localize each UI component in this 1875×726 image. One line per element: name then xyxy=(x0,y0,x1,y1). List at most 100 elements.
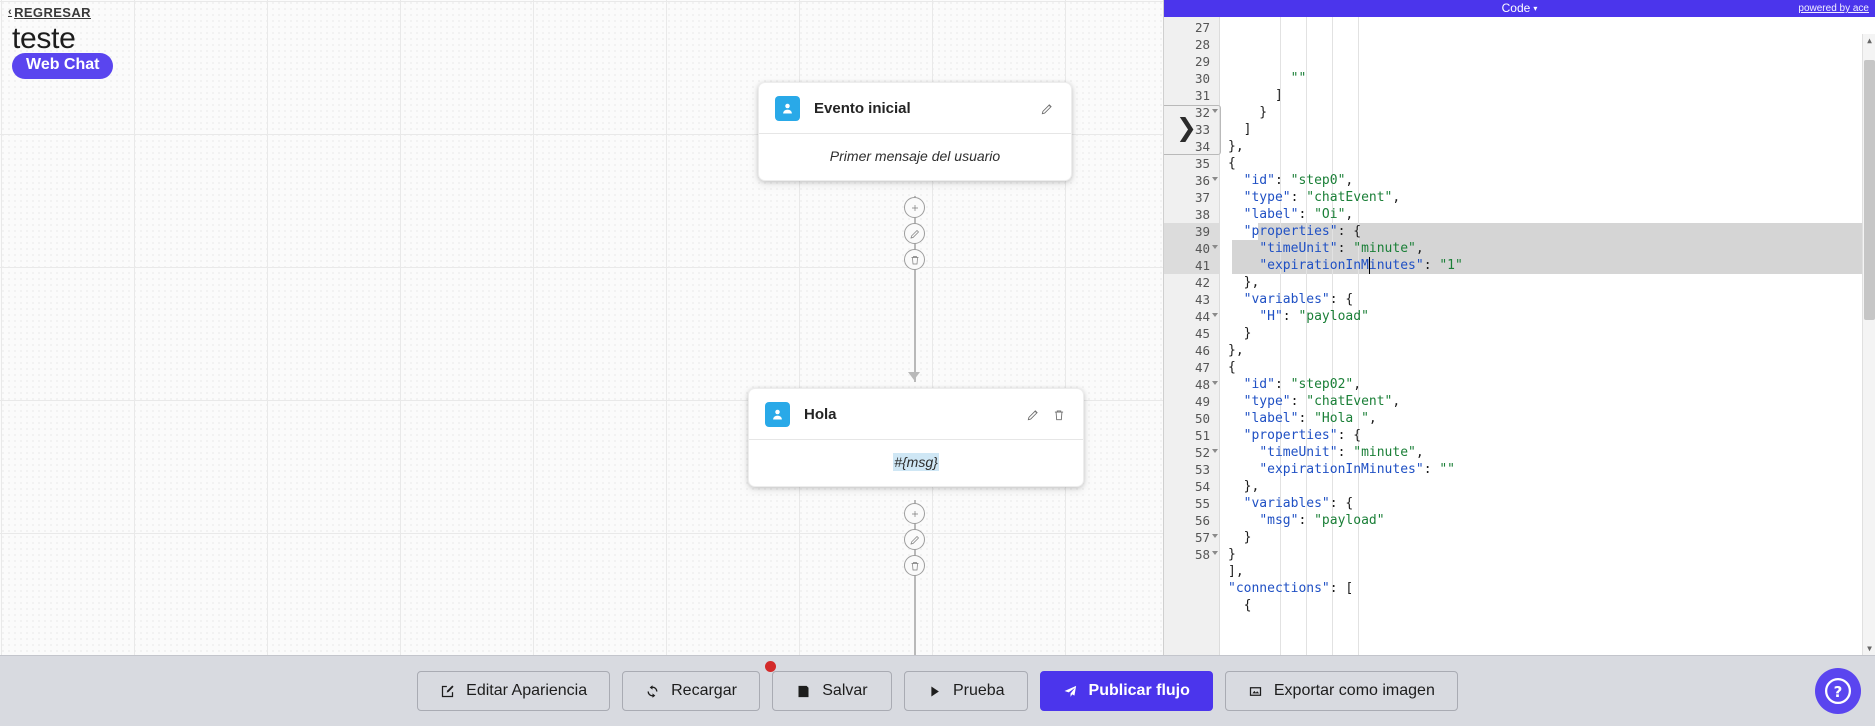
line-number[interactable]: 28 xyxy=(1194,37,1210,52)
prueba-button[interactable]: Prueba xyxy=(903,671,1028,711)
line-number[interactable]: 41 xyxy=(1164,257,1219,274)
line-number[interactable]: 50 xyxy=(1194,411,1210,426)
connector-edit-button-1[interactable] xyxy=(904,223,925,244)
code-line[interactable]: { xyxy=(1228,598,1252,613)
connector-delete-button-2[interactable] xyxy=(904,555,925,576)
code-line[interactable]: } xyxy=(1228,326,1252,341)
scroll-up-arrow[interactable]: ▲ xyxy=(1867,36,1872,45)
code-line[interactable]: { xyxy=(1228,156,1236,171)
line-number[interactable]: 52 xyxy=(1164,444,1219,461)
fold-toggle-icon[interactable] xyxy=(1212,313,1218,317)
line-number[interactable]: 38 xyxy=(1194,207,1210,222)
code-line[interactable]: "id": "step0", xyxy=(1243,173,1354,188)
line-number[interactable]: 47 xyxy=(1194,360,1210,375)
flow-node-evento-inicial[interactable]: Evento inicial Primer mensaje del usuari… xyxy=(758,82,1072,181)
line-number[interactable]: 48 xyxy=(1164,376,1219,393)
line-number[interactable]: 37 xyxy=(1194,190,1210,205)
flow-node-hola[interactable]: Hola #{msg} xyxy=(748,388,1084,487)
line-number[interactable]: 46 xyxy=(1194,343,1210,358)
editor-scrollbar[interactable]: ▲ ▼ xyxy=(1862,34,1875,655)
salvar-button[interactable]: Salvar xyxy=(764,661,892,711)
code-line[interactable]: "connections": [ xyxy=(1228,581,1354,596)
recargar-button[interactable]: Recargar xyxy=(622,671,760,711)
help-button[interactable]: ? xyxy=(1815,668,1861,714)
fold-chevron-icon[interactable]: ❯ xyxy=(1176,113,1197,142)
code-line[interactable]: "type": "chatEvent", xyxy=(1243,394,1401,409)
line-number[interactable]: 43 xyxy=(1194,292,1210,307)
line-number[interactable]: 39 xyxy=(1164,223,1219,240)
code-line[interactable]: "H": "payload" xyxy=(1259,309,1369,324)
connector-add-button-1[interactable] xyxy=(904,197,925,218)
fold-toggle-icon[interactable] xyxy=(1212,449,1218,453)
code-line[interactable]: "variables": { xyxy=(1243,496,1354,511)
line-number[interactable]: 35 xyxy=(1194,156,1210,171)
line-number[interactable]: 49 xyxy=(1194,394,1210,409)
code-line[interactable]: }, xyxy=(1228,275,1260,290)
back-link[interactable]: ‹ REGRESAR xyxy=(8,5,91,20)
line-number[interactable]: 55 xyxy=(1194,496,1210,511)
fold-toggle-icon[interactable] xyxy=(1212,551,1218,555)
trash-icon[interactable] xyxy=(1049,405,1069,425)
line-number[interactable]: 53 xyxy=(1194,462,1210,477)
scroll-down-arrow[interactable]: ▼ xyxy=(1867,644,1872,653)
connector-edit-button-2[interactable] xyxy=(904,529,925,550)
line-number[interactable]: 33 xyxy=(1194,122,1210,137)
code-line[interactable]: ] xyxy=(1228,88,1283,103)
code-line[interactable]: "id": "step02", xyxy=(1243,377,1362,392)
code-line[interactable]: } xyxy=(1228,547,1236,562)
line-number[interactable]: 58 xyxy=(1164,546,1219,563)
code-line[interactable]: "properties": { xyxy=(1243,224,1362,239)
connector-delete-button-1[interactable] xyxy=(904,249,925,270)
connector-add-button-2[interactable] xyxy=(904,503,925,524)
code-line[interactable]: }, xyxy=(1228,139,1244,154)
code-line[interactable]: "type": "chatEvent", xyxy=(1243,190,1401,205)
editar-apariencia-button[interactable]: Editar Apariencia xyxy=(417,671,611,711)
line-number[interactable]: 56 xyxy=(1194,513,1210,528)
code-line[interactable]: }, xyxy=(1228,479,1260,494)
pencil-icon[interactable] xyxy=(1037,99,1057,119)
line-number[interactable]: 54 xyxy=(1194,479,1210,494)
code-line[interactable]: }, xyxy=(1228,343,1244,358)
scrollbar-thumb[interactable] xyxy=(1864,60,1875,320)
line-number[interactable]: 27 xyxy=(1194,20,1210,35)
line-number[interactable]: 32 xyxy=(1164,104,1219,121)
pencil-icon[interactable] xyxy=(1023,405,1043,425)
editor-mode-selector[interactable]: Code▾ xyxy=(1164,0,1875,17)
exportar-como-imagen-button[interactable]: Exportar como imagen xyxy=(1224,671,1458,711)
line-number[interactable]: 34 xyxy=(1194,139,1210,154)
fold-toggle-icon[interactable] xyxy=(1212,381,1218,385)
line-number[interactable]: 45 xyxy=(1194,326,1210,341)
code-line[interactable]: { xyxy=(1228,360,1236,375)
fold-toggle-icon[interactable] xyxy=(1212,534,1218,538)
powered-by-link[interactable]: powered by ace xyxy=(1798,3,1869,14)
code-line[interactable]: ] xyxy=(1228,122,1252,137)
code-line[interactable]: } xyxy=(1228,530,1252,545)
code-line[interactable]: "label": "Oi", xyxy=(1243,207,1354,222)
publicar-flujo-button[interactable]: Publicar flujo xyxy=(1039,671,1213,711)
line-number[interactable]: 44 xyxy=(1164,308,1219,325)
line-number[interactable]: 51 xyxy=(1194,428,1210,443)
line-number[interactable]: 29 xyxy=(1194,54,1210,69)
code-line[interactable]: "timeUnit": "minute", xyxy=(1259,445,1424,460)
line-number[interactable]: 30 xyxy=(1194,71,1210,86)
line-number[interactable]: 57 xyxy=(1164,529,1219,546)
code-line[interactable]: "timeUnit": "minute", xyxy=(1259,241,1424,256)
fold-toggle-icon[interactable] xyxy=(1212,177,1218,181)
code-content[interactable]: "" ] } ]}, { "id": "step0", "type": "chat… xyxy=(1220,17,1875,655)
line-number[interactable]: 31 xyxy=(1194,88,1210,103)
code-line[interactable]: "expirationInMinutes": "1" xyxy=(1259,258,1463,273)
code-line[interactable]: "expirationInMinutes": "" xyxy=(1259,462,1455,477)
code-line[interactable]: "" xyxy=(1290,71,1307,86)
line-number[interactable]: 36 xyxy=(1164,172,1219,189)
code-line[interactable]: "variables": { xyxy=(1243,292,1354,307)
fold-toggle-icon[interactable] xyxy=(1212,245,1218,249)
flow-canvas[interactable]: ‹ REGRESAR teste Web Chat Evento inicial… xyxy=(0,0,1163,655)
code-line[interactable]: ], xyxy=(1228,564,1244,579)
code-line[interactable]: } xyxy=(1228,105,1268,120)
code-line[interactable]: "properties": { xyxy=(1243,428,1362,443)
line-number[interactable]: 40 xyxy=(1164,240,1219,257)
code-line[interactable]: "label": "Hola ", xyxy=(1243,411,1377,426)
line-number[interactable]: 42 xyxy=(1194,275,1210,290)
